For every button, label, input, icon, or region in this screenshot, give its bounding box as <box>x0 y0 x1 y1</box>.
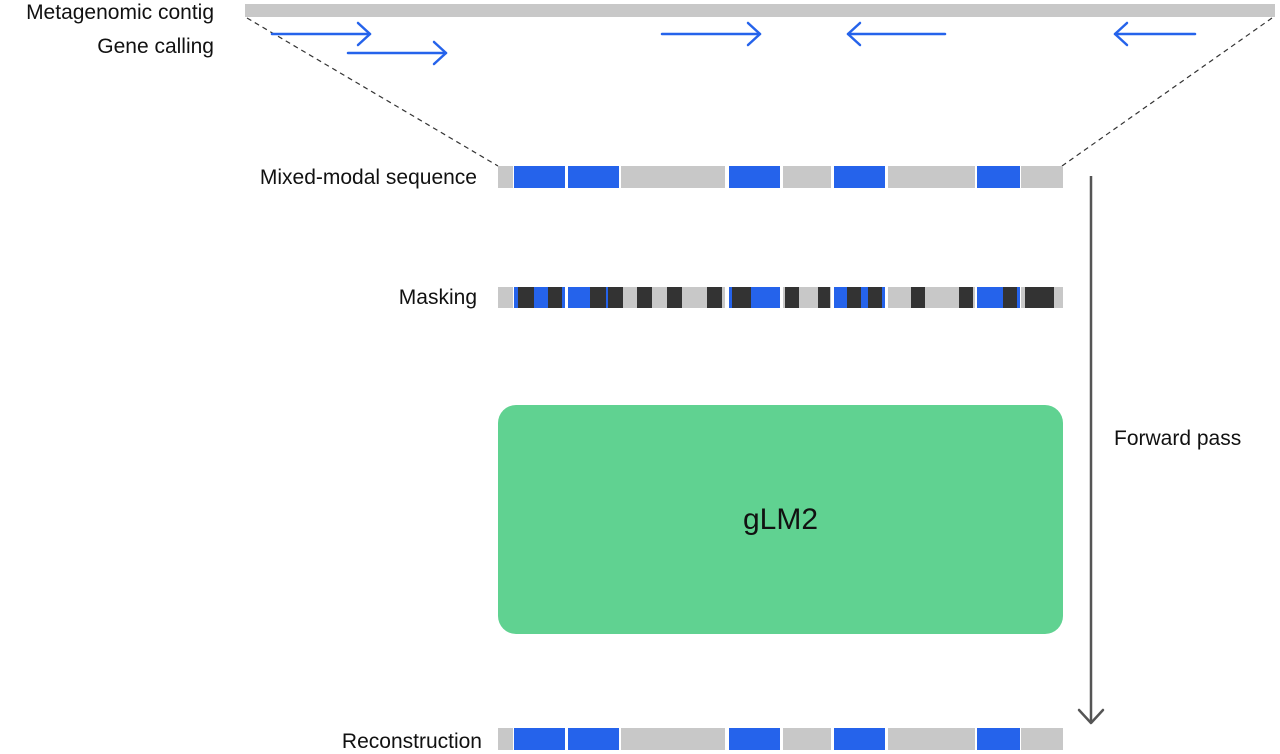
masked-token <box>785 287 799 308</box>
intergenic-segment <box>498 728 513 750</box>
zoom-line-right <box>1061 17 1273 167</box>
intergenic-segment <box>783 166 831 188</box>
intergenic-segment <box>888 287 975 308</box>
masked-token <box>590 287 606 308</box>
gene-arrow-forward <box>660 21 762 47</box>
gene-segment <box>977 166 1020 188</box>
masked-token <box>911 287 925 308</box>
intergenic-segment <box>888 728 975 750</box>
model-name: gLM2 <box>742 502 819 536</box>
intergenic-segment <box>498 166 513 188</box>
gene-segment <box>834 166 885 188</box>
masked-token <box>959 287 973 308</box>
gene-segment <box>514 728 565 750</box>
glm2-model-box: gLM2 <box>498 405 1063 634</box>
reconstruction-sequence-bar <box>498 728 1063 750</box>
masked-token <box>847 287 861 308</box>
gene-arrow-forward <box>346 40 448 66</box>
gene-segment <box>514 166 565 188</box>
masked-token <box>732 287 751 308</box>
gene-calling-label: Gene calling <box>97 35 214 58</box>
masked-token <box>637 287 652 308</box>
masked-token <box>518 287 534 308</box>
intergenic-segment <box>1021 728 1063 750</box>
intergenic-segment <box>621 728 725 750</box>
masked-token <box>548 287 562 308</box>
masking-label: Masking <box>398 286 477 309</box>
masked-token <box>1003 287 1017 308</box>
gene-segment <box>977 728 1020 750</box>
gene-segment <box>568 166 619 188</box>
masked-sequence-bar <box>498 287 1063 308</box>
forward-pass-label: Forward pass <box>1114 427 1242 450</box>
masked-token <box>1025 287 1054 308</box>
mixed-modal-label: Mixed-modal sequence <box>259 166 477 189</box>
masked-token <box>818 287 830 308</box>
intergenic-segment <box>783 728 831 750</box>
masked-token <box>868 287 882 308</box>
zoom-line-left <box>246 17 499 167</box>
gene-arrow-reverse <box>846 21 947 47</box>
contig-bar <box>245 4 1275 17</box>
intergenic-segment <box>498 287 513 308</box>
contig-label: Metagenomic contig <box>26 1 214 24</box>
gene-segment <box>834 728 885 750</box>
gene-segment <box>568 728 619 750</box>
reconstruction-label: Reconstruction <box>341 730 482 753</box>
intergenic-segment <box>888 166 975 188</box>
masked-token <box>608 287 623 308</box>
gene-arrow-forward <box>270 21 372 47</box>
intergenic-segment <box>621 166 725 188</box>
gene-segment <box>729 166 780 188</box>
forward-pass-arrow-head <box>1077 708 1105 725</box>
masked-token <box>707 287 722 308</box>
gene-segment <box>729 728 780 750</box>
intergenic-segment <box>1021 166 1063 188</box>
gene-arrow-reverse <box>1113 21 1197 47</box>
mixed-modal-sequence-bar <box>498 166 1063 188</box>
masked-token <box>667 287 682 308</box>
